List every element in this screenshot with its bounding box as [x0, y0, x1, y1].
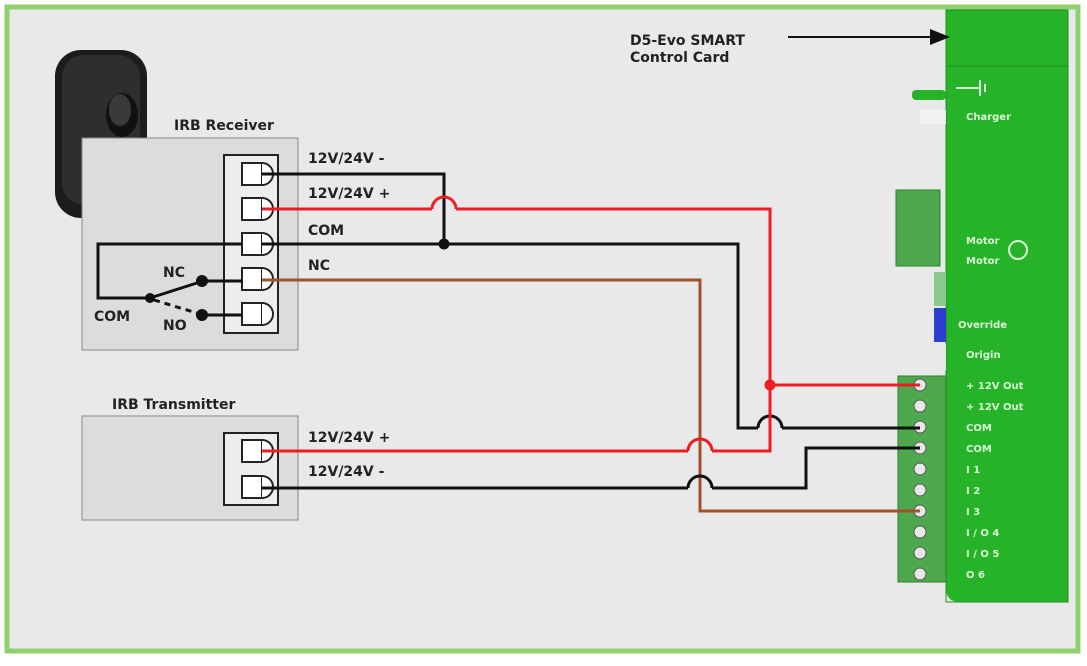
transmitter-title: IRB Transmitter	[112, 397, 235, 413]
relay-com-label: COM	[94, 309, 130, 325]
card-label-motor-1: Motor	[966, 236, 999, 247]
svg-text:I / O 4: I / O 4	[966, 528, 999, 539]
receiver-terminal-4: NC	[308, 258, 330, 274]
card-terminal-labels: + 12V Out + 12V Out COM COM I 1 I 2 I 3 …	[966, 381, 1024, 581]
transmitter-terminal-2: 12V/24V -	[308, 464, 385, 480]
relay-no-label: NO	[163, 318, 187, 334]
receiver-terminal-1: 12V/24V -	[308, 151, 385, 167]
svg-text:COM: COM	[966, 423, 992, 434]
card-label-override: Override	[958, 320, 1007, 331]
svg-text:I / O 5: I / O 5	[966, 549, 999, 560]
irb-transmitter: IRB Transmitter 12V/24V + 12V/24V -	[81, 397, 390, 521]
wire-receiver-nc	[262, 278, 920, 513]
card-title-line2: Control Card	[630, 50, 729, 66]
receiver-terminal-2: 12V/24V +	[308, 186, 390, 202]
relay-nc-label: NC	[163, 265, 185, 281]
svg-text:I 2: I 2	[966, 486, 980, 497]
arrow-right-icon	[788, 29, 950, 45]
motor-icon	[1008, 240, 1028, 260]
svg-text:+ 12V Out: + 12V Out	[966, 381, 1024, 392]
control-card: Charger Motor Motor Override Origin + 12…	[895, 9, 1069, 603]
svg-text:I 1: I 1	[966, 465, 980, 476]
wire-transmitter-negative	[262, 446, 920, 490]
transmitter-terminal-1: 12V/24V +	[308, 430, 390, 446]
relay-contact-symbol: NC NO COM	[94, 242, 242, 334]
svg-text:O 6: O 6	[966, 570, 985, 581]
svg-text:COM: COM	[966, 444, 992, 455]
card-label-charger: Charger	[966, 112, 1011, 123]
svg-text:I 3: I 3	[966, 507, 980, 518]
wire-receiver-negative	[262, 172, 446, 244]
wire-transmitter-positive	[262, 385, 772, 453]
receiver-title: IRB Receiver	[174, 118, 274, 134]
svg-text:+ 12V Out: + 12V Out	[966, 402, 1024, 413]
card-title-line1: D5-Evo SMART	[630, 33, 745, 49]
receiver-terminal-3: COM	[308, 223, 344, 239]
card-label-origin: Origin	[966, 350, 1001, 361]
card-label-motor-2: Motor	[966, 256, 999, 267]
